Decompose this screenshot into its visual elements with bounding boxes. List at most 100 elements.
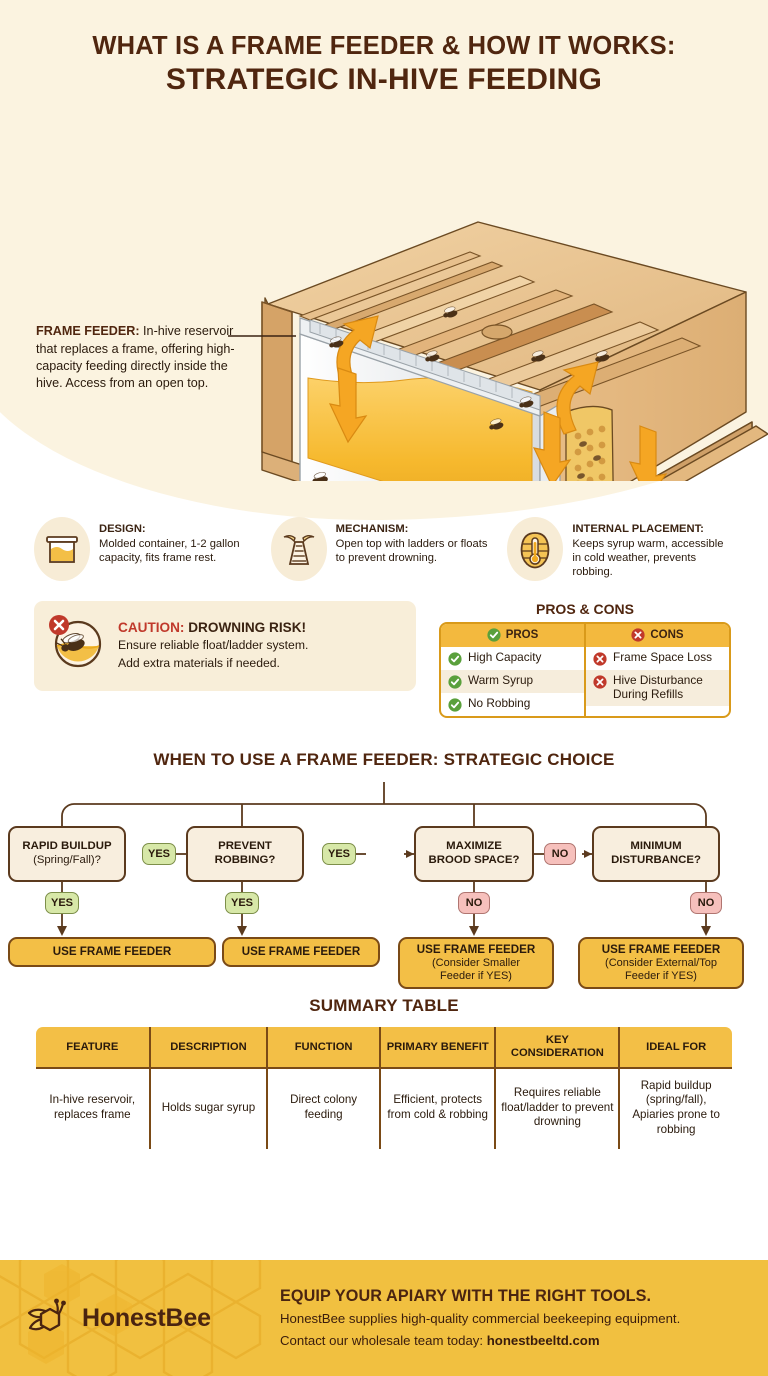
- item-body: Molded container, 1-2 gallon capacity, f…: [99, 537, 240, 565]
- branch-label-yes-2: YES: [225, 892, 259, 915]
- caution-line1: Ensure reliable float/ladder system.: [118, 638, 309, 653]
- callout-label: FRAME FEEDER:: [36, 324, 140, 339]
- table-cell: In-hive reservoir, replaces frame: [36, 1067, 151, 1150]
- con-label: Frame Space Loss: [613, 650, 713, 665]
- pro-label: Warm Syrup: [468, 673, 534, 688]
- table-cell: Holds sugar syrup: [149, 1067, 269, 1150]
- table-cell: Efficient, protects from cold & robbing: [379, 1067, 497, 1150]
- item-label: DESIGN:: [99, 523, 146, 536]
- summary-heading: SUMMARY TABLE: [309, 996, 459, 1016]
- table-row: In-hive reservoir, replaces frame Holds …: [36, 1067, 732, 1150]
- outcome-title: USE FRAME FEEDER: [241, 945, 361, 959]
- thermometer-hive-icon: [507, 517, 564, 582]
- node-line1: PREVENT: [218, 840, 272, 853]
- pros-cons-header-row: PROS CONS: [441, 624, 729, 648]
- connector-label-yes-2: YES: [322, 843, 356, 866]
- honeycomb-pattern: [0, 1260, 262, 1376]
- decision-node-prevent-robbing[interactable]: PREVENT ROBBING?: [186, 826, 304, 883]
- con-label: Hive Disturbance During Refills: [613, 673, 703, 702]
- caution-title-dark: DROWNING RISK!: [184, 620, 307, 636]
- item-label: MECHANISM:: [335, 523, 409, 536]
- ladder-icon: [270, 517, 327, 582]
- footer-line2: Contact our wholesale team today: honest…: [280, 1332, 680, 1350]
- outcome-title: USE FRAME FEEDER: [416, 943, 536, 956]
- footer-line2-prefix: Contact our wholesale team today:: [280, 1332, 487, 1348]
- cons-header-cell: CONS: [586, 624, 729, 647]
- page-header: WHAT IS A FRAME FEEDER & HOW IT WORKS: S…: [0, 0, 768, 96]
- outcome-node-3[interactable]: USE FRAME FEEDER (Consider Smaller Feede…: [398, 937, 554, 990]
- check-circle-icon: [448, 675, 462, 689]
- footer-banner: HonestBee EQUIP YOUR APIARY WITH THE RIG…: [0, 1260, 768, 1376]
- outcome-sub2: Feeder if YES): [440, 970, 512, 983]
- how-it-works-list: DESIGN: Molded container, 1-2 gallon cap…: [0, 501, 768, 582]
- pros-cons-section: PROS & CONS PROS: [436, 601, 734, 719]
- pros-header-cell: PROS: [441, 624, 586, 648]
- pro-label: High Capacity: [468, 650, 542, 665]
- hive-cutaway-diagram: [228, 221, 768, 482]
- footer-text-block: EQUIP YOUR APIARY WITH THE RIGHT TOOLS. …: [276, 1287, 680, 1350]
- pros-header-label: PROS: [505, 629, 539, 642]
- flowchart-heading: WHEN TO USE A FRAME FEEDER: STRATEGIC CH…: [153, 750, 615, 770]
- hive-illustration: FRAME FEEDER: In-hive reservoir that rep…: [0, 96, 768, 482]
- caution-title: CAUTION: DROWNING RISK!: [118, 620, 308, 636]
- item-label: INTERNAL PLACEMENT:: [572, 523, 704, 536]
- caution-text-block: CAUTION: DROWNING RISK! Ensure reliable …: [118, 619, 308, 671]
- footer-headline: EQUIP YOUR APIARY WITH THE RIGHT TOOLS.: [280, 1286, 652, 1305]
- list-item: Hive Disturbance During Refills: [586, 670, 729, 706]
- summary-table: FEATURE DESCRIPTION FUNCTION PRIMARY BEN…: [34, 1025, 734, 1152]
- list-item: DESIGN: Molded container, 1-2 gallon cap…: [34, 517, 261, 582]
- list-item-text: DESIGN: Molded container, 1-2 gallon cap…: [99, 517, 261, 565]
- list-item: MECHANISM: Open top with ladders or floa…: [270, 517, 498, 582]
- brand-logo[interactable]: HonestBee: [26, 1296, 276, 1340]
- outcome-node-1[interactable]: USE FRAME FEEDER: [8, 937, 216, 968]
- branch-label-no-1: NO: [458, 892, 490, 915]
- node-line2: ROBBING?: [214, 854, 276, 867]
- pros-cons-title: PROS & CONS: [535, 601, 634, 618]
- outcome-node-4[interactable]: USE FRAME FEEDER (Consider External/Top …: [578, 937, 744, 990]
- check-circle-icon: [448, 698, 462, 712]
- decision-node-rapid-buildup[interactable]: RAPID BUILDUP (Spring/Fall)?: [8, 826, 126, 883]
- pro-label: No Robbing: [468, 696, 531, 711]
- outcome-node-2[interactable]: USE FRAME FEEDER: [222, 937, 380, 968]
- footer-website[interactable]: honestbeeltd.com: [486, 1332, 600, 1348]
- outcome-title: USE FRAME FEEDER: [601, 943, 721, 956]
- caution-line2: Add extra materials if needed.: [118, 655, 280, 670]
- pros-column: High Capacity Warm Syrup No Robbing: [441, 647, 586, 717]
- drowning-bee-icon: [48, 614, 106, 677]
- list-item: Warm Syrup: [441, 670, 584, 694]
- column-header: PRIMARY BENEFIT: [379, 1027, 497, 1069]
- cons-column: Frame Space Loss Hive Disturbance During…: [586, 647, 729, 716]
- outcome-sub1: (Consider Smaller: [431, 956, 521, 969]
- page-title-line2: STRATEGIC IN-HIVE FEEDING: [165, 62, 603, 96]
- x-circle-icon: [593, 675, 607, 689]
- decision-node-maximize-brood-space[interactable]: MAXIMIZE BROOD SPACE?: [414, 826, 534, 883]
- footer-content: HonestBee EQUIP YOUR APIARY WITH THE RIG…: [0, 1260, 768, 1376]
- pros-cons-body: High Capacity Warm Syrup No Robbing: [441, 647, 729, 717]
- table-header-row: FEATURE DESCRIPTION FUNCTION PRIMARY BEN…: [36, 1027, 732, 1069]
- column-header: FUNCTION: [267, 1027, 381, 1069]
- table-cell: Rapid buildup (spring/fall), Apiaries pr…: [632, 1078, 720, 1136]
- node-line2: BROOD SPACE?: [428, 854, 520, 867]
- column-header: KEY CONSIDERATION: [495, 1027, 621, 1069]
- pros-cons-table: PROS CONS High Capacity: [439, 622, 731, 719]
- table-cell: Direct colony feeding: [267, 1067, 381, 1150]
- node-line1: MINIMUM: [630, 840, 682, 853]
- flowchart-section: WHEN TO USE A FRAME FEEDER: STRATEGIC CH…: [0, 750, 768, 990]
- item-body: Open top with ladders or floats to preve…: [335, 537, 488, 565]
- column-header: FEATURE: [36, 1027, 151, 1069]
- x-circle-icon: [593, 652, 607, 666]
- flowchart-connectors: [57, 782, 711, 937]
- column-header: IDEAL FOR: [619, 1027, 732, 1069]
- connector-label-yes-1: YES: [142, 843, 176, 866]
- callout-text: In-hive reservoir that replaces a frame,…: [36, 324, 235, 391]
- list-item: High Capacity: [441, 647, 584, 670]
- list-item-text: MECHANISM: Open top with ladders or floa…: [336, 517, 498, 565]
- branch-label-no-2: NO: [690, 892, 722, 915]
- node-line2: DISTURBANCE?: [611, 854, 701, 867]
- decision-node-minimum-disturbance[interactable]: MINIMUM DISTURBANCE?: [592, 826, 720, 883]
- caution-and-proscons-row: CAUTION: DROWNING RISK! Ensure reliable …: [0, 581, 768, 719]
- list-item: No Robbing: [441, 693, 584, 716]
- frame-feeder-callout: FRAME FEEDER: In-hive reservoir that rep…: [36, 323, 254, 393]
- node-line1: RAPID BUILDUP: [22, 840, 112, 853]
- check-circle-icon: [487, 628, 501, 642]
